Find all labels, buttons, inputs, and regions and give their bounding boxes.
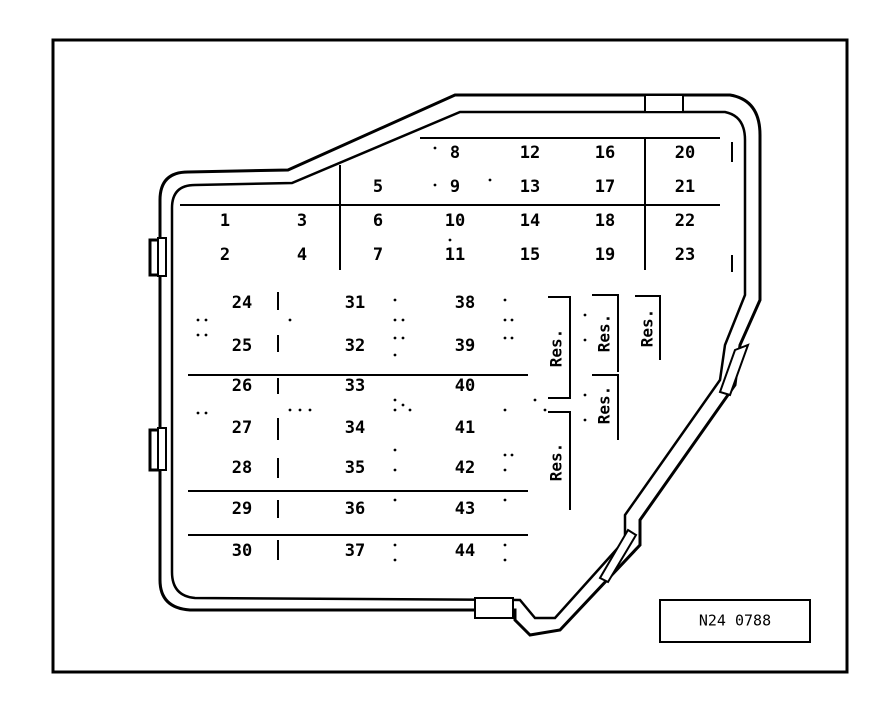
reserve-label: Res. bbox=[638, 309, 657, 348]
fuse-number: 8 bbox=[450, 143, 460, 163]
fuse-number: 29 bbox=[232, 499, 252, 519]
housing-tab-left-bottom bbox=[157, 427, 167, 471]
housing-tab-bottom bbox=[474, 597, 514, 619]
relay-bracket bbox=[592, 294, 619, 372]
fuse-number: 14 bbox=[520, 211, 540, 231]
fuse-number: 12 bbox=[520, 143, 540, 163]
fuse-number: 27 bbox=[232, 418, 252, 438]
housing-tab-right-2 bbox=[598, 528, 638, 584]
reserve-label: Res. bbox=[595, 386, 614, 425]
reserve-label: Res. bbox=[595, 314, 614, 353]
fuse-number: 26 bbox=[232, 376, 252, 396]
fuse-number: 40 bbox=[455, 376, 475, 396]
fuse-number: 28 bbox=[232, 458, 252, 478]
fuse-number: 9 bbox=[450, 177, 460, 197]
fuse-number: 35 bbox=[345, 458, 365, 478]
relay-bracket bbox=[548, 296, 571, 399]
reserve-label: Res. bbox=[547, 443, 566, 482]
fuse-number: 42 bbox=[455, 458, 475, 478]
housing-outline-outer bbox=[148, 93, 762, 637]
housing-outline-inner bbox=[170, 110, 747, 620]
fuse-number: 6 bbox=[373, 211, 383, 231]
housing-tab-top bbox=[644, 94, 684, 113]
fuse-number: 21 bbox=[675, 177, 695, 197]
fuse-number: 3 bbox=[297, 211, 307, 231]
fuse-grid-bottom: 24 31 38 25 32 39 26 33 40 27 34 41 28 3… bbox=[232, 293, 475, 561]
fuse-number: 33 bbox=[345, 376, 365, 396]
reference-code-box bbox=[659, 599, 811, 643]
fuse-number: 17 bbox=[595, 177, 615, 197]
fuse-number: 36 bbox=[345, 499, 365, 519]
reserve-label: Res. bbox=[547, 329, 566, 368]
fuse-number: 39 bbox=[455, 336, 475, 356]
fuse-number: 24 bbox=[232, 293, 252, 313]
relay-bracket bbox=[548, 411, 571, 510]
fuse-number: 11 bbox=[445, 245, 465, 265]
fuse-number: 13 bbox=[520, 177, 540, 197]
housing-tab-right-1 bbox=[718, 343, 750, 397]
fuse-grid-top: 8 12 16 20 5 9 13 17 21 1 3 6 10 14 18 2… bbox=[220, 143, 695, 265]
fuse-number: 38 bbox=[455, 293, 475, 313]
fuse-number: 18 bbox=[595, 211, 615, 231]
fuse-number: 16 bbox=[595, 143, 615, 163]
fuse-number: 41 bbox=[455, 418, 475, 438]
fuse-number: 32 bbox=[345, 336, 365, 356]
fuse-number: 25 bbox=[232, 336, 252, 356]
fuse-number: 7 bbox=[373, 245, 383, 265]
fuse-number: 5 bbox=[373, 177, 383, 197]
housing-tab-left-top bbox=[157, 237, 167, 277]
fuse-number: 20 bbox=[675, 143, 695, 163]
fuse-number: 15 bbox=[520, 245, 540, 265]
fuse-number: 4 bbox=[297, 245, 307, 265]
fuse-number: 30 bbox=[232, 541, 252, 561]
outer-frame bbox=[51, 38, 849, 674]
fuse-number: 22 bbox=[675, 211, 695, 231]
relay-bracket bbox=[592, 374, 619, 440]
fuse-number: 2 bbox=[220, 245, 230, 265]
fuse-number: 44 bbox=[455, 541, 475, 561]
fuse-number: 10 bbox=[445, 211, 465, 231]
relay-bracket bbox=[635, 295, 661, 360]
fuse-number: 43 bbox=[455, 499, 475, 519]
reference-code: N24 0788 bbox=[699, 612, 771, 630]
fuse-number: 1 bbox=[220, 211, 230, 231]
fuse-number: 31 bbox=[345, 293, 365, 313]
fuse-number: 19 bbox=[595, 245, 615, 265]
reserve-labels: Res. Res. Res. Res. Res. bbox=[547, 309, 657, 482]
fuse-number: 23 bbox=[675, 245, 695, 265]
fuse-number: 37 bbox=[345, 541, 365, 561]
fuse-number: 34 bbox=[345, 418, 365, 438]
